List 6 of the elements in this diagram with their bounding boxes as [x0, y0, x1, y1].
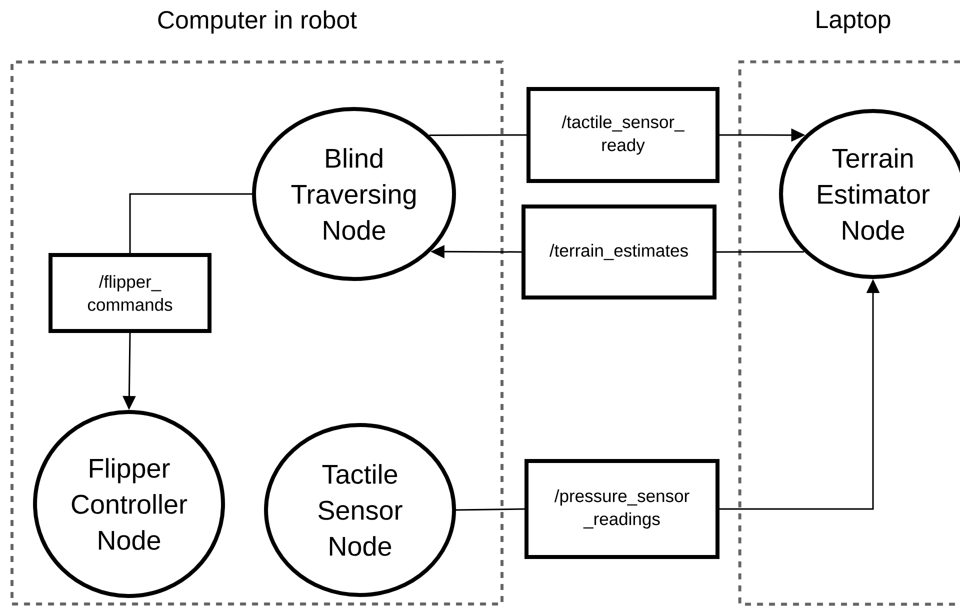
- group-heading: Computer in robot: [158, 10, 357, 34]
- topic-box: /tactile_sensor_ ready: [526, 87, 720, 183]
- topic-box: /pressure_sensor _readings: [524, 459, 720, 559]
- group-heading: Laptop: [816, 10, 890, 34]
- topic-box: /flipper_ commands: [48, 253, 212, 333]
- topic-box: /terrain_estimates: [522, 204, 716, 300]
